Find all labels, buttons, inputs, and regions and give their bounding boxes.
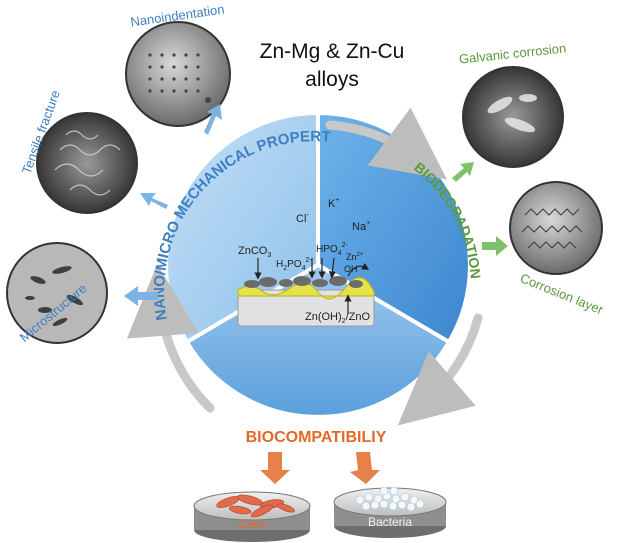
precipitate-particles xyxy=(244,276,363,288)
arrow-to-bacteria xyxy=(350,452,380,484)
chloride-ion: Cl- xyxy=(296,212,309,225)
microstructure-image xyxy=(6,242,108,344)
title-line-1: Zn-Mg & Zn-Cu xyxy=(260,40,405,63)
nanoindentation-image xyxy=(125,21,231,127)
corrosion-layer-image xyxy=(509,181,603,275)
bacteria-dish xyxy=(333,486,447,538)
chemistry-labels: Cl- K+ Na+ ZnCO3 H2PO42- HPO42- Zn2+ OH-… xyxy=(238,197,370,325)
hydrogen-phosphate: HPO42- xyxy=(316,242,348,257)
cells-label: Cells xyxy=(239,517,266,531)
cycle-arrows xyxy=(126,107,483,426)
bacteria-label: Bacteria xyxy=(368,515,412,529)
dihydrogen-phosphate: H2PO42- xyxy=(276,257,312,272)
biocompatibility-section-label: BIOCOMPATIBILIY xyxy=(246,429,387,446)
cells-dish xyxy=(193,491,311,542)
arrow-to-microstructure xyxy=(124,286,158,306)
hydroxide-ion: OH- xyxy=(344,264,360,274)
central-disc xyxy=(164,110,472,419)
zinc-carbonate: ZnCO3 xyxy=(238,245,271,259)
potassium-ion: K+ xyxy=(328,197,339,210)
arrow-to-cells xyxy=(260,452,290,484)
zinc-ion: Zn2+ xyxy=(346,252,364,262)
arrow-to-tensile xyxy=(140,193,168,209)
title-line-2: alloys xyxy=(305,68,359,91)
title-block: Zn-Mg & Zn-Cu alloys xyxy=(260,40,405,91)
arrow-to-corrosion-layer xyxy=(482,236,508,256)
zinc-hydroxide-oxide: Zn(OH)2/ZnO xyxy=(305,311,370,325)
corrosion-layer-band xyxy=(237,277,375,300)
arrow-to-galvanic xyxy=(452,162,474,182)
tensile-fracture-image xyxy=(36,112,138,214)
galvanic-corrosion-label: Galvanic corrosion xyxy=(458,40,567,66)
sodium-ion: Na+ xyxy=(352,220,370,233)
corrosion-schematic xyxy=(237,257,375,327)
corrosion-layer-label: Corrosion layer xyxy=(518,270,606,317)
pointer-arrows xyxy=(124,104,508,484)
arrow-to-nanoindentation xyxy=(204,104,222,135)
galvanic-corrosion-image xyxy=(462,66,564,168)
